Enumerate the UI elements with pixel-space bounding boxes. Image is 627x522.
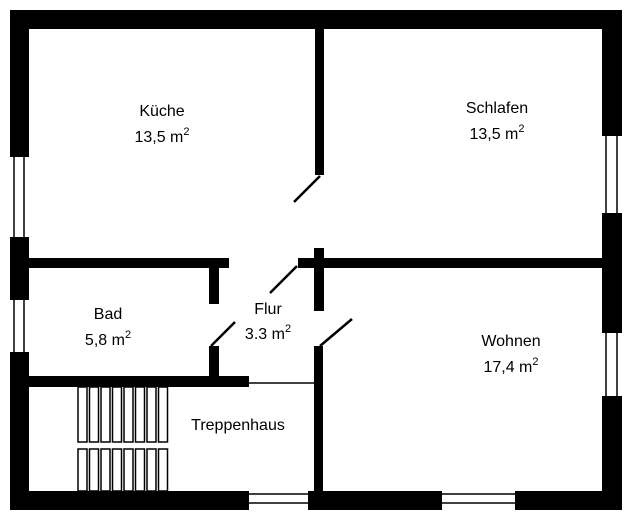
stair-tread — [146, 386, 157, 443]
window-left-kueche — [13, 157, 25, 237]
stair-tread — [77, 386, 88, 443]
window-right-wohnen — [605, 333, 618, 396]
stair-tread — [100, 448, 111, 492]
wall-bottom-1 — [10, 491, 249, 510]
wall-left-3 — [10, 352, 29, 510]
wall-schlafen-wohnen — [298, 258, 602, 268]
wall-top — [10, 10, 622, 29]
window-left-bad — [13, 300, 25, 352]
room-name-kueche: Küche — [139, 103, 184, 120]
wall-bad-treppenhaus — [29, 376, 249, 387]
room-area-bad: 5,8 m2 — [85, 329, 131, 349]
window-right-schlafen — [605, 136, 618, 213]
wall-bad-stub-bottom — [209, 346, 219, 378]
stair-tread — [157, 386, 169, 443]
stair-tread — [123, 386, 134, 443]
stair-tread — [111, 448, 123, 492]
stair-tread — [111, 386, 123, 443]
room-name-treppenhaus: Treppenhaus — [191, 417, 285, 434]
doors — [210, 175, 353, 347]
window-bottom-wohnen — [442, 493, 515, 504]
wall-kueche-schlafen — [315, 29, 324, 175]
wall-flur-post — [314, 248, 324, 311]
room-name-flur: Flur — [254, 301, 282, 318]
wall-bottom-3 — [515, 491, 622, 510]
stairs — [77, 386, 169, 492]
stair-tread — [88, 386, 100, 443]
outer-walls — [10, 10, 622, 510]
door-kueche — [293, 175, 321, 203]
stair-tread — [88, 448, 100, 492]
wall-left-1 — [10, 10, 29, 157]
windows — [13, 136, 618, 504]
window-bottom-treppenhaus — [249, 493, 308, 504]
wall-right-2 — [602, 213, 622, 333]
room-name-schlafen: Schlafen — [466, 100, 528, 117]
room-name-wohnen: Wohnen — [481, 333, 540, 350]
wall-bad-stub-top — [209, 258, 219, 304]
stair-tread — [157, 448, 169, 492]
stair-tread — [146, 448, 157, 492]
stair-tread — [134, 448, 146, 492]
wall-bottom-2 — [308, 491, 442, 510]
room-area-kueche: 13,5 m2 — [134, 126, 189, 146]
room-area-schlafen: 13,5 m2 — [469, 123, 524, 143]
room-labels: Küche 13,5 m2 Schlafen 13,5 m2 Bad 5,8 m… — [85, 100, 541, 434]
wall-right-3 — [602, 396, 622, 510]
stair-tread — [100, 386, 111, 443]
stair-tread — [123, 448, 134, 492]
room-area-wohnen: 17,4 m2 — [483, 356, 538, 376]
wall-wohnen-left — [314, 346, 323, 491]
stair-tread — [134, 386, 146, 443]
room-area-flur: 3.3 m2 — [245, 323, 291, 343]
wall-left-2 — [10, 237, 29, 300]
stair-tread — [77, 448, 88, 492]
room-name-bad: Bad — [94, 306, 122, 323]
door-bad — [210, 321, 236, 347]
door-schlafen — [269, 265, 298, 294]
wall-right-1 — [602, 10, 622, 136]
wall-kueche-bad — [29, 258, 229, 268]
door-wohnen — [319, 318, 353, 347]
interior-walls — [29, 29, 602, 491]
